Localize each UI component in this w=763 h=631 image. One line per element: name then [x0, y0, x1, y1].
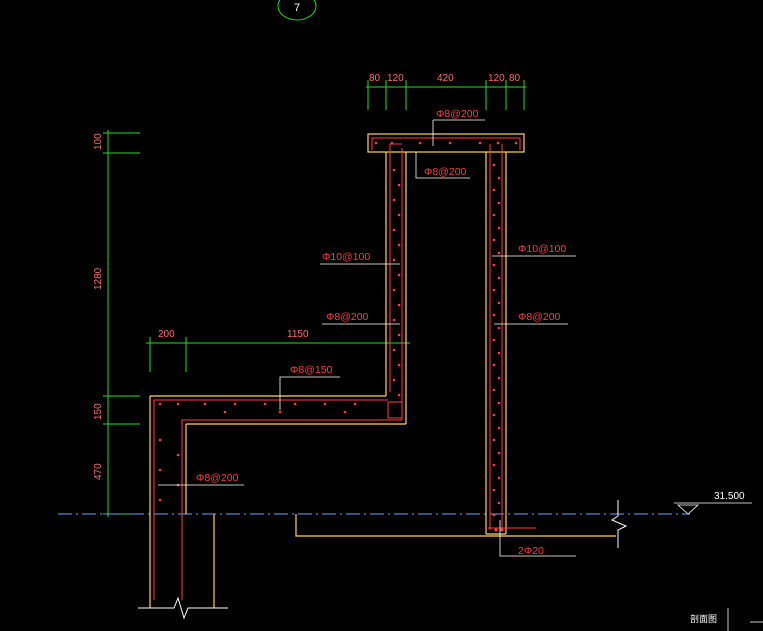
left-dim-4: 470: [93, 463, 104, 480]
left-dimension-chain: [103, 130, 140, 517]
rebar-label-cap-top: Φ8@200: [436, 108, 479, 120]
axis-bubble-label: 7: [294, 2, 300, 14]
break-lines: [138, 500, 628, 620]
rebar-label-lower-wall: Φ8@200: [196, 472, 239, 484]
middle-dim-1: 200: [158, 329, 175, 340]
top-dimension-chain: [366, 80, 526, 110]
left-dim-1: 100: [93, 133, 104, 150]
elevation-marker: [674, 502, 752, 515]
rebar-label-right-wall-dist: Φ8@200: [518, 311, 561, 323]
top-dim-1: 80: [369, 73, 381, 84]
rebar-label-cap-inner: Φ8@200: [424, 166, 467, 178]
top-dim-5: 80: [509, 73, 521, 84]
top-dim-4: 120: [488, 73, 505, 84]
rebar-label-base-bars: 2Φ20: [518, 545, 544, 557]
left-dim-2: 1280: [93, 267, 104, 290]
leader-lines: [158, 119, 576, 557]
rebar-label-right-wall-main: Φ10@100: [518, 243, 566, 255]
rebar-lines: [153, 137, 536, 600]
section-tag-label: 剖面图: [690, 613, 717, 624]
middle-dim-2: 1150: [287, 329, 309, 340]
middle-dimension-chain: [146, 337, 410, 372]
axis-bubble: 7: [277, 0, 317, 21]
top-dim-3: 420: [437, 73, 454, 84]
concrete-outline: [149, 133, 616, 608]
elevation-label: 31.500: [714, 491, 745, 502]
section-tag: [727, 608, 763, 631]
rebar-label-ledge-top: Φ8@150: [290, 364, 333, 376]
rebar-label-left-wall-dist: Φ8@200: [326, 311, 369, 323]
left-dim-3: 150: [93, 403, 104, 420]
rebar-label-left-wall-main: Φ10@100: [322, 251, 370, 263]
rebar-dots: [158, 141, 518, 532]
top-dim-2: 120: [387, 73, 404, 84]
